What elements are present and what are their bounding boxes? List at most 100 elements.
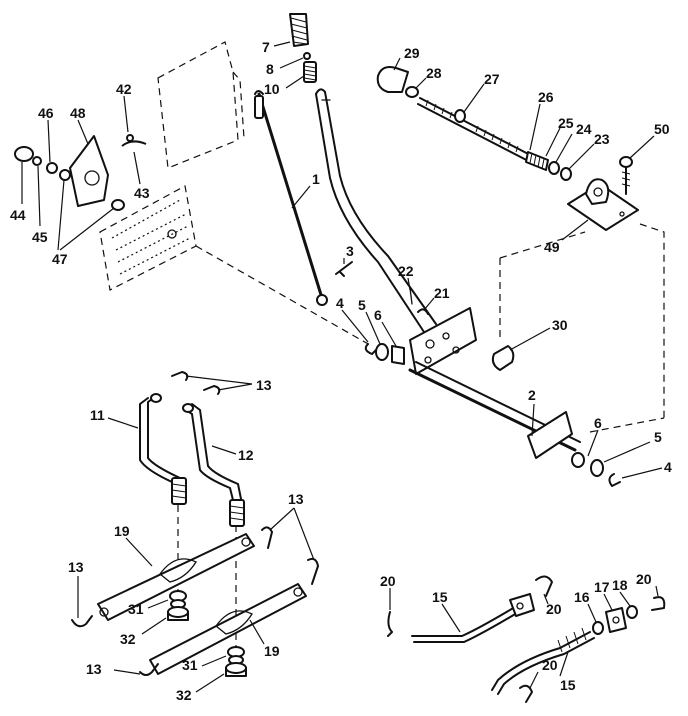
lift-arm-19-lower	[149, 583, 307, 675]
lift-rod-11	[139, 393, 187, 505]
clip-4-right	[608, 473, 621, 487]
washer-8	[303, 52, 311, 60]
callout-20-right: 20	[636, 571, 652, 587]
callout-13-bottom: 13	[86, 661, 102, 677]
clip-13-right-a	[261, 526, 273, 549]
callout-7: 7	[262, 39, 270, 55]
clip-20-upper	[535, 575, 553, 597]
callout-17: 17	[594, 579, 610, 595]
callout-4-right: 4	[664, 459, 672, 475]
clip-13-upper-a	[171, 371, 189, 381]
callout-8: 8	[266, 61, 274, 77]
knob-assembly	[14, 134, 147, 211]
callout-25: 25	[558, 115, 574, 131]
callout-19-upper: 19	[114, 523, 130, 539]
lift-rod-1	[254, 90, 328, 306]
callout-42: 42	[116, 81, 132, 97]
clip-13-upper-b	[203, 385, 221, 395]
callout-10: 10	[264, 81, 280, 97]
threaded-rod-26	[417, 97, 541, 167]
callout-5-left: 5	[358, 297, 366, 313]
spring-10	[303, 61, 317, 83]
callout-47: 47	[52, 251, 68, 267]
spring-grip-7	[289, 13, 309, 47]
callout-43: 43	[134, 185, 150, 201]
callout-1: 1	[312, 171, 320, 187]
nut-23	[560, 167, 572, 181]
callout-13-left: 13	[68, 559, 84, 575]
callout-23: 23	[594, 131, 610, 147]
callout-49: 49	[544, 239, 560, 255]
callout-48: 48	[70, 105, 86, 121]
washer-5-left	[375, 343, 389, 361]
callout-20-far-left: 20	[380, 573, 396, 589]
leader-lines	[21, 41, 663, 693]
pin-3	[335, 261, 353, 277]
callout-16: 16	[574, 589, 590, 605]
callout-5-right: 5	[654, 429, 662, 445]
callout-12: 12	[238, 447, 254, 463]
callout-31-upper: 31	[128, 601, 144, 617]
frame-panel-upper	[157, 41, 245, 169]
clip-13-left	[71, 615, 93, 628]
lift-rod-12	[182, 403, 245, 527]
reference-line-bracket	[499, 223, 665, 433]
callout-22: 22	[398, 263, 414, 279]
adjustment-knob-29	[376, 66, 409, 93]
callout-20-bottom: 20	[542, 657, 558, 673]
pivot-plate	[409, 307, 477, 375]
pin-22	[409, 287, 413, 305]
callout-24: 24	[576, 121, 592, 137]
callout-28: 28	[426, 65, 442, 81]
washer-24	[548, 161, 560, 175]
nut-28	[405, 86, 419, 98]
clip-13-right-b	[307, 557, 319, 585]
callout-labels: 1 2 3 4 4 5 5 6 6 7 8 10 11 12 13 13 13 …	[10, 39, 672, 703]
clip-20-bottom	[519, 684, 533, 703]
callout-31-lower: 31	[182, 657, 198, 673]
callout-50: 50	[654, 121, 670, 137]
callout-19-lower: 19	[264, 643, 280, 659]
washer-5-right	[590, 459, 604, 477]
callout-11: 11	[90, 407, 105, 423]
clip-20-far-left	[387, 611, 393, 637]
callout-44: 44	[10, 207, 26, 223]
washer-16	[592, 621, 604, 635]
clip-13-bottom	[139, 663, 159, 676]
nut-32-lower	[225, 662, 247, 677]
lift-handle	[315, 88, 437, 333]
callout-13-right: 13	[288, 491, 304, 507]
callout-3: 3	[346, 243, 354, 259]
callout-29: 29	[404, 45, 420, 61]
callout-6-left: 6	[374, 307, 382, 323]
callout-45: 45	[32, 229, 48, 245]
bolt-50	[619, 156, 633, 195]
callout-32-lower: 32	[176, 687, 192, 703]
callout-32-upper: 32	[120, 631, 136, 647]
link-rod-15-upper	[411, 593, 535, 643]
callout-27: 27	[484, 71, 500, 87]
callout-20-upper: 20	[546, 601, 562, 617]
reference-line-frame	[195, 245, 371, 346]
nut-18	[626, 605, 638, 619]
trunnion-17	[605, 607, 627, 633]
link-rod-15-lower	[491, 627, 595, 695]
callout-30: 30	[552, 317, 568, 333]
washer-27	[454, 109, 466, 123]
bushing-30	[491, 345, 515, 371]
callout-2: 2	[528, 387, 536, 403]
bushing-31-lower	[227, 646, 245, 665]
callout-15-lower: 15	[560, 677, 576, 693]
callout-21: 21	[434, 285, 450, 301]
callout-13-upper: 13	[256, 377, 272, 393]
callout-6-right: 6	[594, 415, 602, 431]
bushing-6-left	[391, 345, 405, 365]
cross-shaft-2	[408, 361, 585, 468]
callout-4-left: 4	[336, 295, 344, 311]
clip-21	[417, 308, 429, 315]
callout-46: 46	[38, 105, 54, 121]
bushing-31-upper	[169, 590, 187, 609]
callout-18: 18	[612, 577, 628, 593]
clip-20-right	[651, 596, 666, 611]
